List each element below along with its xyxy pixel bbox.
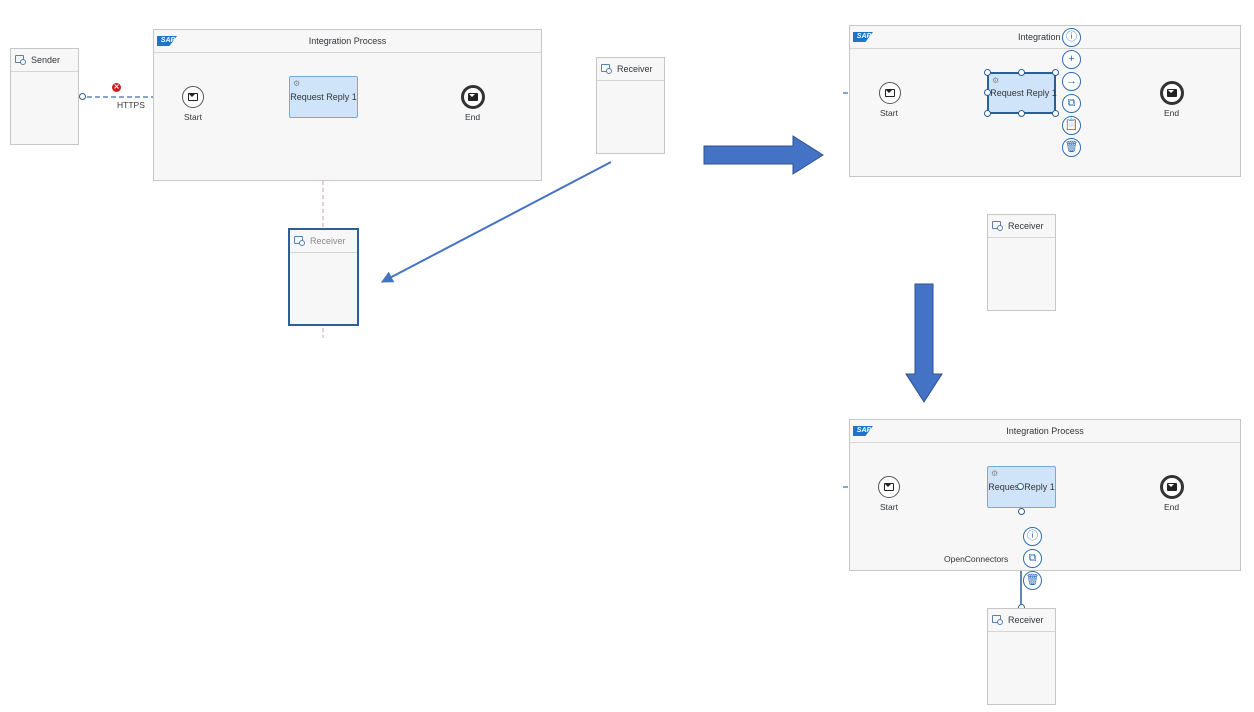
connection-start-handle[interactable]	[79, 93, 86, 100]
connection-label: HTTPS	[117, 100, 145, 110]
gear-icon: ⚙	[992, 76, 1000, 85]
plus-icon[interactable]: +	[1062, 50, 1081, 69]
start-label: Start	[880, 108, 898, 118]
envelope-icon	[884, 483, 894, 491]
transition-arrow-down	[905, 283, 943, 403]
resize-handle-tm[interactable]	[1018, 69, 1025, 76]
request-reply-step[interactable]: ⚙ Request Reply 1	[289, 76, 358, 118]
sap-logo: SAP	[157, 36, 177, 46]
delete-icon[interactable]: 🗑	[1023, 571, 1042, 590]
start-event[interactable]	[182, 86, 204, 108]
connection-handle[interactable]	[1018, 508, 1025, 515]
receiver-label: Receiver	[617, 64, 653, 74]
receiver-participant[interactable]: Receiver	[987, 608, 1056, 705]
participant-icon	[15, 55, 26, 65]
error-icon[interactable]: ✕	[112, 83, 121, 92]
resize-handle-bl[interactable]	[984, 110, 991, 117]
info-icon[interactable]: ⓘ	[1062, 28, 1081, 47]
request-reply-step[interactable]: ⚙ Request Reply 1	[987, 72, 1057, 114]
participant-icon	[992, 615, 1003, 625]
resize-handle-bm[interactable]	[1018, 110, 1025, 117]
start-label: Start	[184, 112, 202, 122]
resize-handle-tl[interactable]	[984, 69, 991, 76]
sap-logo: SAP	[853, 426, 873, 436]
envelope-icon	[188, 93, 198, 101]
end-event[interactable]	[1160, 81, 1184, 105]
arrow-right-icon[interactable]: →	[1062, 72, 1081, 91]
start-event[interactable]	[878, 476, 900, 498]
end-label: End	[465, 112, 481, 122]
connection-label: OpenConnectors	[944, 554, 1009, 564]
pool-title: Integration Pr	[1017, 32, 1073, 42]
envelope-icon	[1167, 89, 1177, 97]
receiver-participant[interactable]: Receiver	[987, 214, 1056, 311]
pool-title: Integration Process	[308, 36, 387, 46]
sender-label: Sender	[31, 55, 61, 65]
copy-icon[interactable]: ⧉	[1062, 94, 1081, 113]
sap-logo: SAP	[853, 32, 873, 42]
receiver-label: Receiver	[310, 236, 346, 246]
end-label: End	[1164, 502, 1180, 512]
participant-icon	[601, 64, 612, 74]
drag-direction-arrow	[380, 161, 612, 283]
start-event[interactable]	[879, 82, 901, 104]
transition-arrow-right	[703, 135, 824, 175]
envelope-icon	[468, 93, 478, 101]
step-label: Request Reply 1	[990, 88, 1057, 98]
copy-icon[interactable]: ⧉	[1023, 549, 1042, 568]
end-label: End	[1164, 108, 1180, 118]
receiver-label: Receiver	[1008, 615, 1044, 625]
info-icon[interactable]: ⓘ	[1023, 527, 1042, 546]
envelope-icon	[885, 89, 895, 97]
gear-icon: ⚙	[293, 79, 301, 88]
gear-icon: ⚙	[991, 469, 999, 478]
end-event[interactable]	[1160, 475, 1184, 499]
participant-icon	[294, 236, 305, 246]
receiver-drag-preview[interactable]: Receiver	[288, 228, 359, 326]
end-event[interactable]	[461, 85, 485, 109]
resize-handle-tr[interactable]	[1052, 69, 1059, 76]
participant-icon	[992, 221, 1003, 231]
envelope-icon	[1167, 483, 1177, 491]
resize-handle-br[interactable]	[1052, 110, 1059, 117]
resize-handle-ml[interactable]	[984, 89, 991, 96]
paste-icon[interactable]: 📋	[1062, 116, 1081, 135]
step-label: Request Reply 1	[290, 92, 357, 102]
start-label: Start	[880, 502, 898, 512]
receiver-label: Receiver	[1008, 221, 1044, 231]
receiver-participant[interactable]: Receiver	[596, 57, 665, 154]
sender-participant[interactable]: Sender	[10, 48, 79, 145]
delete-icon[interactable]: 🗑	[1062, 138, 1081, 157]
connection-handle[interactable]	[1017, 483, 1024, 490]
pool-title: Integration Process	[1006, 426, 1084, 436]
